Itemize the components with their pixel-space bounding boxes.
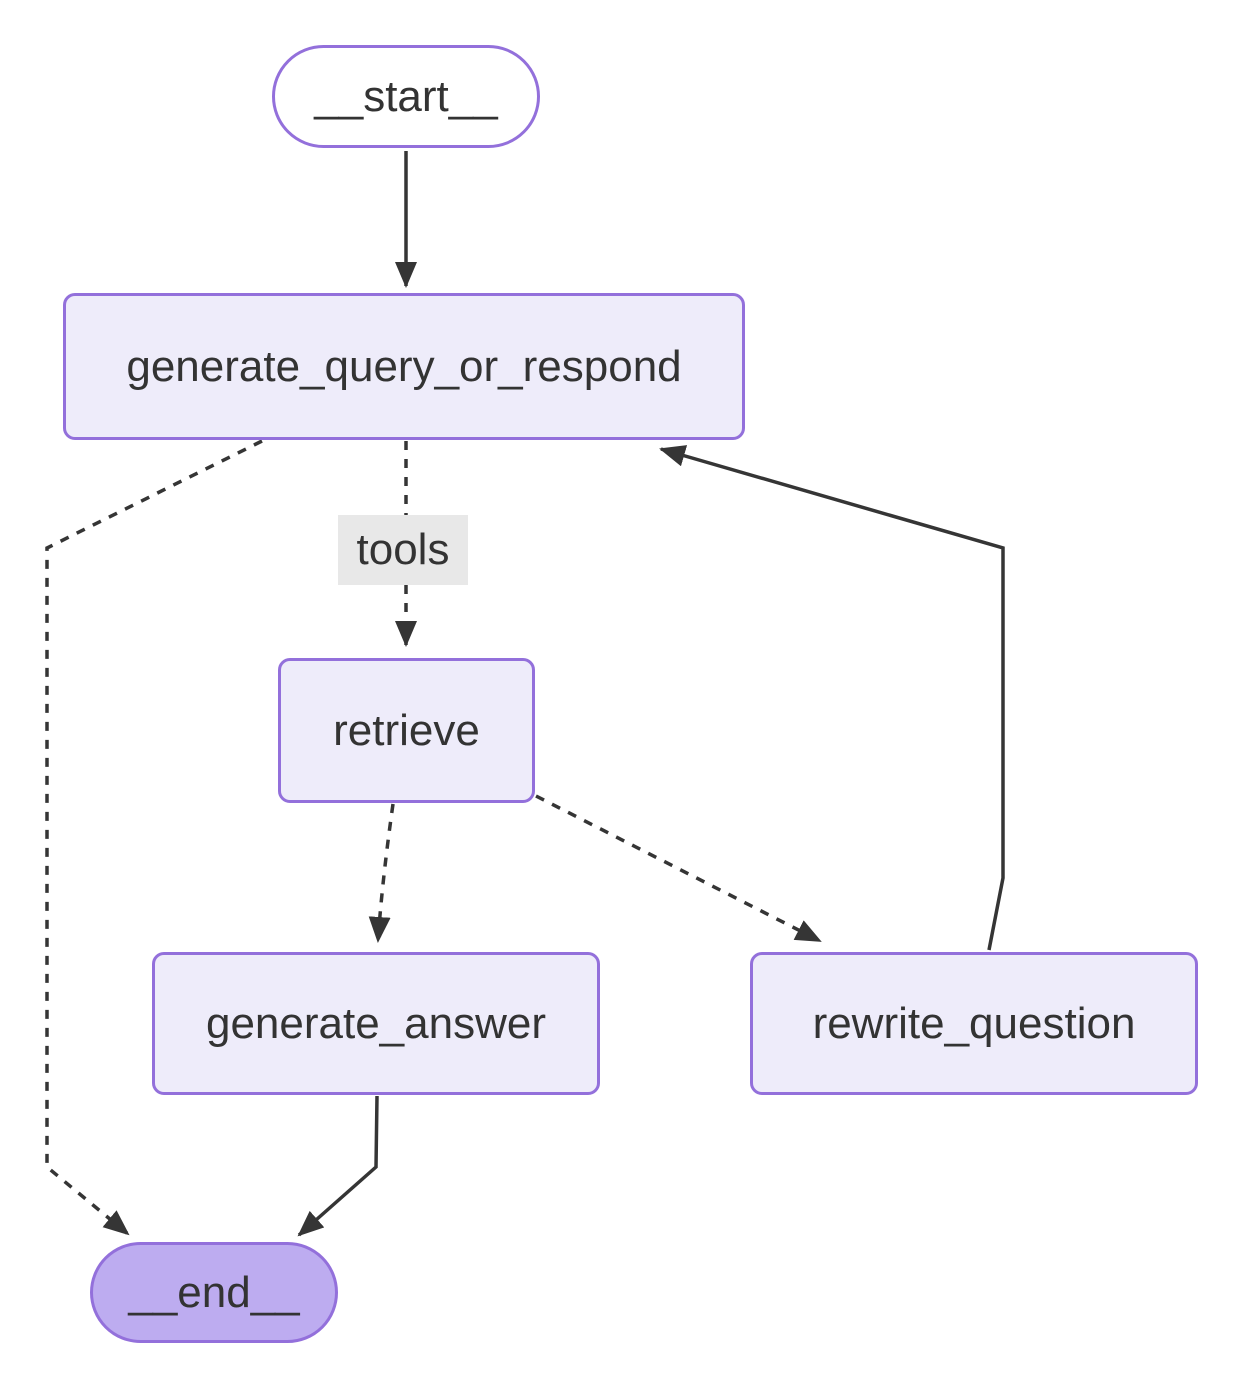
node-generate-query-or-respond-label: generate_query_or_respond xyxy=(126,341,682,391)
node-retrieve: retrieve xyxy=(278,658,535,803)
edge-rewrite-question-to-generate-query-or-respond xyxy=(659,445,1005,951)
node-rewrite-question: rewrite_question xyxy=(750,952,1198,1095)
node-generate-answer-label: generate_answer xyxy=(205,998,546,1048)
node-end-label: __end__ xyxy=(128,1267,300,1317)
edge-label-tools-text: tools xyxy=(356,525,450,574)
node-end: __end__ xyxy=(90,1242,338,1343)
edge-generate-answer-to-end xyxy=(297,1095,379,1237)
node-retrieve-label: retrieve xyxy=(333,705,480,755)
edge-retrieve-to-rewrite-question xyxy=(535,794,822,943)
edge-retrieve-to-generate-answer xyxy=(368,803,395,943)
node-start: __start__ xyxy=(272,45,540,148)
node-generate-query-or-respond: generate_query_or_respond xyxy=(63,293,745,440)
node-start-label: __start__ xyxy=(314,71,498,121)
edge-label-tools: tools xyxy=(338,515,468,585)
edge-generate-query-or-respond-to-end xyxy=(45,439,263,1236)
node-generate-answer: generate_answer xyxy=(152,952,600,1095)
node-rewrite-question-label: rewrite_question xyxy=(812,998,1136,1048)
